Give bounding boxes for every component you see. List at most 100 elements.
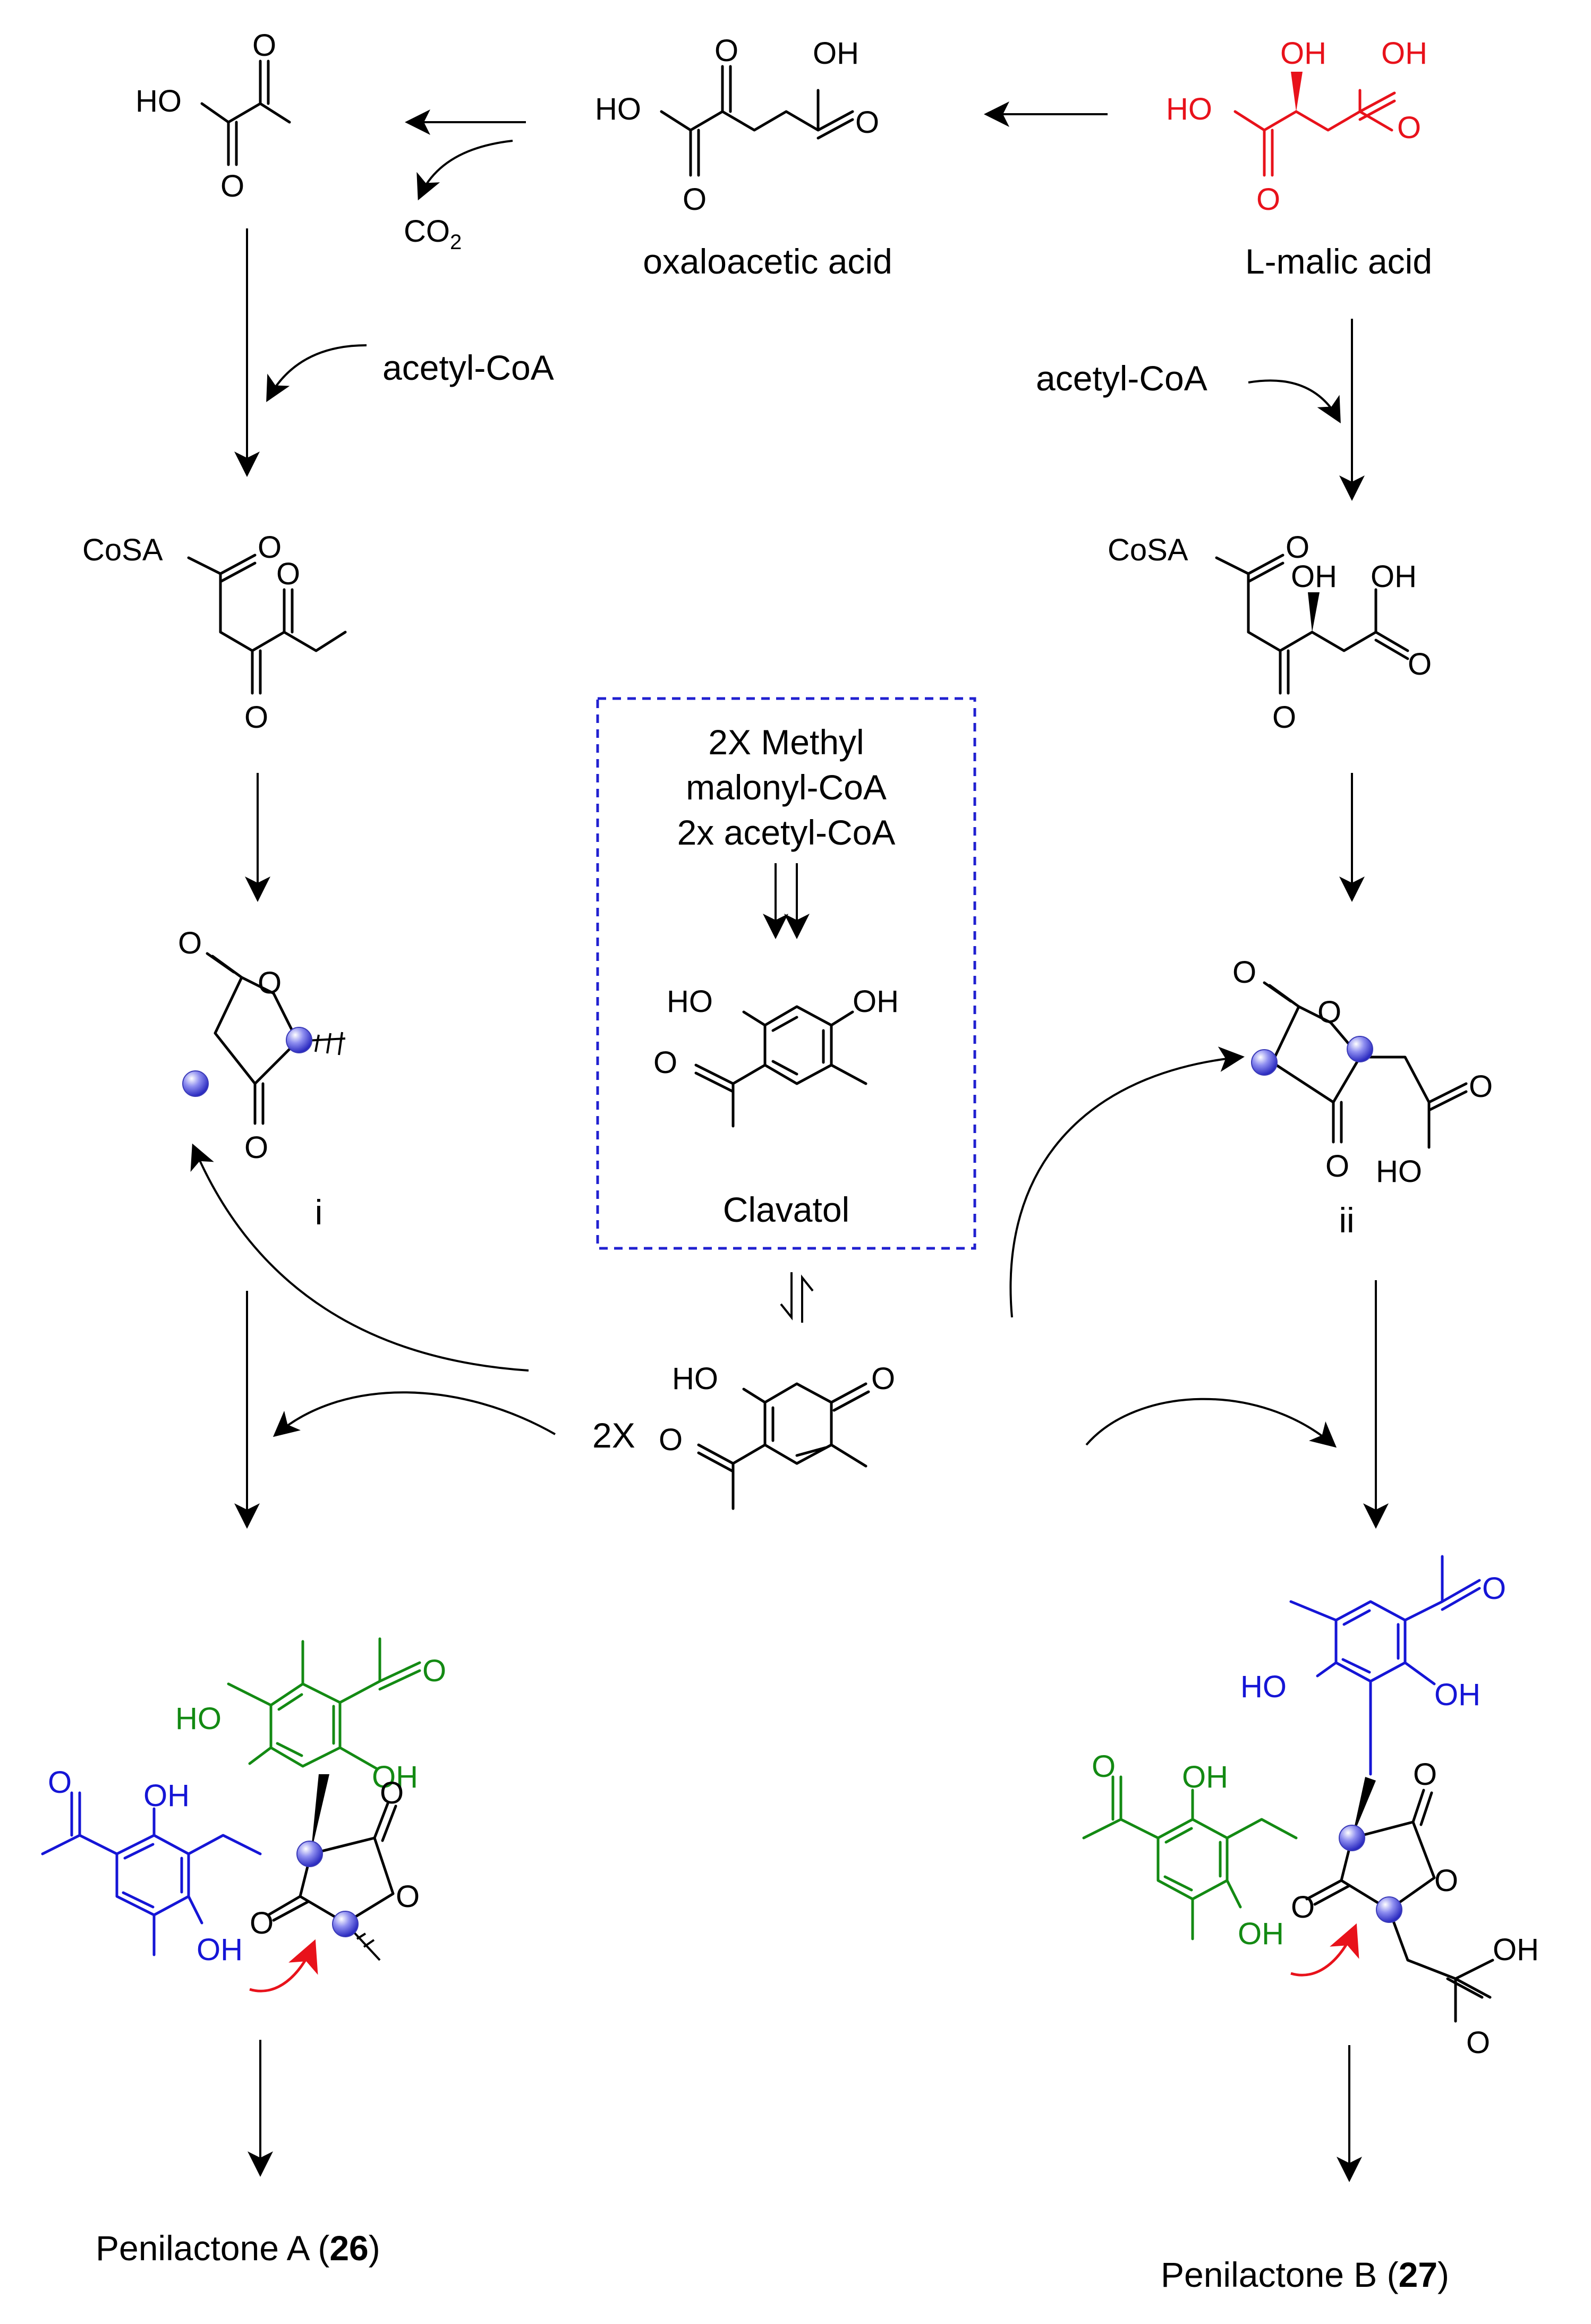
atom-label: O [1413,1757,1437,1792]
atom-label: O [1397,110,1421,145]
curved-arrow-to-lactone-i [190,1143,529,1372]
compound-name: ii [1339,1201,1354,1240]
atom-label: HO [175,1701,222,1736]
curved-arrow-acetyl-right [1248,379,1341,423]
labeled-carbon-ball [332,1911,359,1937]
atom-label: HO [135,84,182,118]
atom-label: OH [1182,1760,1228,1794]
acetyl-coa-left: acetyl-CoA [382,348,554,387]
atom-label: O [714,33,738,68]
right-thioester: CoSA O OH OH O O [1108,530,1432,735]
left-thioester: CoSA O O O [82,530,347,735]
labeled-carbon-ball [182,1070,209,1097]
atom-label: O [250,1906,274,1940]
atom-label: O [1466,2025,1490,2060]
penilactone-a-label: Penilactone A (26) [96,2228,380,2268]
atom-label: O [1092,1749,1116,1784]
equilibrium-arrow-down [780,1272,793,1321]
lactone-ii: O O O HO O ii [1232,955,1493,1240]
atom-label: OH [1371,559,1417,594]
lactone-i: O O O i [178,926,346,1232]
atom-label: HO [1376,1154,1422,1189]
curved-arrow-to-adduct-b [1085,1398,1337,1448]
atom-label: O [1408,647,1432,682]
atom-label: O [1482,1571,1506,1606]
atom-label: O [1434,1863,1458,1898]
clavatol-pathway-box [596,697,976,1250]
equilibrium-arrow-up [801,1274,814,1323]
atom-label: O [1256,182,1280,217]
atom-label: O [1286,530,1309,565]
atom-label: O [220,169,244,203]
atom-label: O [683,182,707,217]
clavatol: HO OH O Clavatol [653,984,899,1229]
atom-label: O [659,1423,683,1457]
box-reagent-line-1: 2X Methyl [708,722,864,762]
atom-label: O [855,105,879,140]
atom-label: O [244,1130,268,1165]
atom-label: O [1325,1149,1349,1184]
atom-label: O [380,1776,404,1810]
adduct-b: O HO OH O OH OH O O O OH O [1082,1555,1539,2060]
atom-label: O [1272,700,1296,735]
atom-label: O [252,28,276,63]
oxaloacetic-acid: HO O O OH O oxaloacetic acid [595,33,892,281]
atom-label: OH [1238,1917,1284,1951]
atom-label: OH [143,1778,190,1813]
atom-label: CoSA [1108,533,1188,567]
atom-label: OH [1280,36,1326,71]
atom-label: O [1469,1069,1493,1104]
atom-label: OH [1493,1933,1539,1967]
atom-label: HO [1166,92,1212,126]
atom-label: OH [813,36,859,71]
adduct-a: O HO OH O OH OH O O O [41,1637,446,1993]
atom-label: O [48,1765,72,1800]
atom-label: O [422,1654,446,1688]
curved-arrow-acetyl-left [266,344,367,403]
atom-label: CoSA [82,533,163,567]
atom-label: O [258,530,282,565]
atom-label: OH [853,984,899,1019]
atom-label: OH [372,1760,418,1794]
curved-arrow-co2 [416,140,513,201]
labeled-carbon-ball [1347,1036,1373,1062]
atom-label: O [178,926,202,960]
l-malic-acid: HO OH OH O O [1166,36,1427,217]
curved-arrow-to-adduct-a [273,1391,556,1437]
atom-label: O [276,557,300,591]
labeled-carbon-ball [1251,1049,1278,1076]
atom-label: HO [595,92,641,126]
compound-name: i [315,1193,323,1232]
atom-label: O [871,1361,895,1396]
penilactone-b-label: Penilactone B (27) [1161,2255,1449,2294]
labeled-carbon-ball [1376,1896,1402,1923]
atom-label: O [653,1045,677,1080]
two-x-label: 2X [592,1416,635,1455]
atom-label: O [258,966,282,1000]
red-curved-arrow-a [249,1939,318,1993]
dienone-tautomer: HO O O [659,1361,895,1510]
atom-label: OH [1381,36,1427,71]
labeled-carbon-ball [286,1027,312,1053]
atom-label: O [244,700,268,735]
labeled-carbon-ball [1339,1825,1365,1851]
atom-label: OH [1291,559,1337,594]
curved-arrow-to-lactone-ii [1009,1046,1245,1318]
atom-label: HO [1240,1670,1287,1704]
pyruvic-acid: HO O O [135,28,291,203]
red-curved-arrow-b [1290,1923,1359,1977]
atom-label: O [1291,1890,1315,1925]
box-reagent-line-2: malonyl-CoA [686,768,887,807]
atom-label: OH [1434,1678,1481,1712]
atom-label: O [396,1879,420,1914]
atom-label: OH [197,1933,243,1967]
compound-name: Clavatol [723,1190,849,1229]
labeled-carbon-ball [296,1841,323,1867]
co2-label: CO2 [404,214,462,254]
malic-acid-name: L-malic acid [1245,242,1432,281]
atom-label: HO [667,984,713,1019]
compound-name: oxaloacetic acid [643,242,892,281]
acetyl-coa-right: acetyl-CoA [1036,359,1207,398]
atom-label: HO [672,1361,718,1396]
atom-label: O [1232,955,1256,990]
